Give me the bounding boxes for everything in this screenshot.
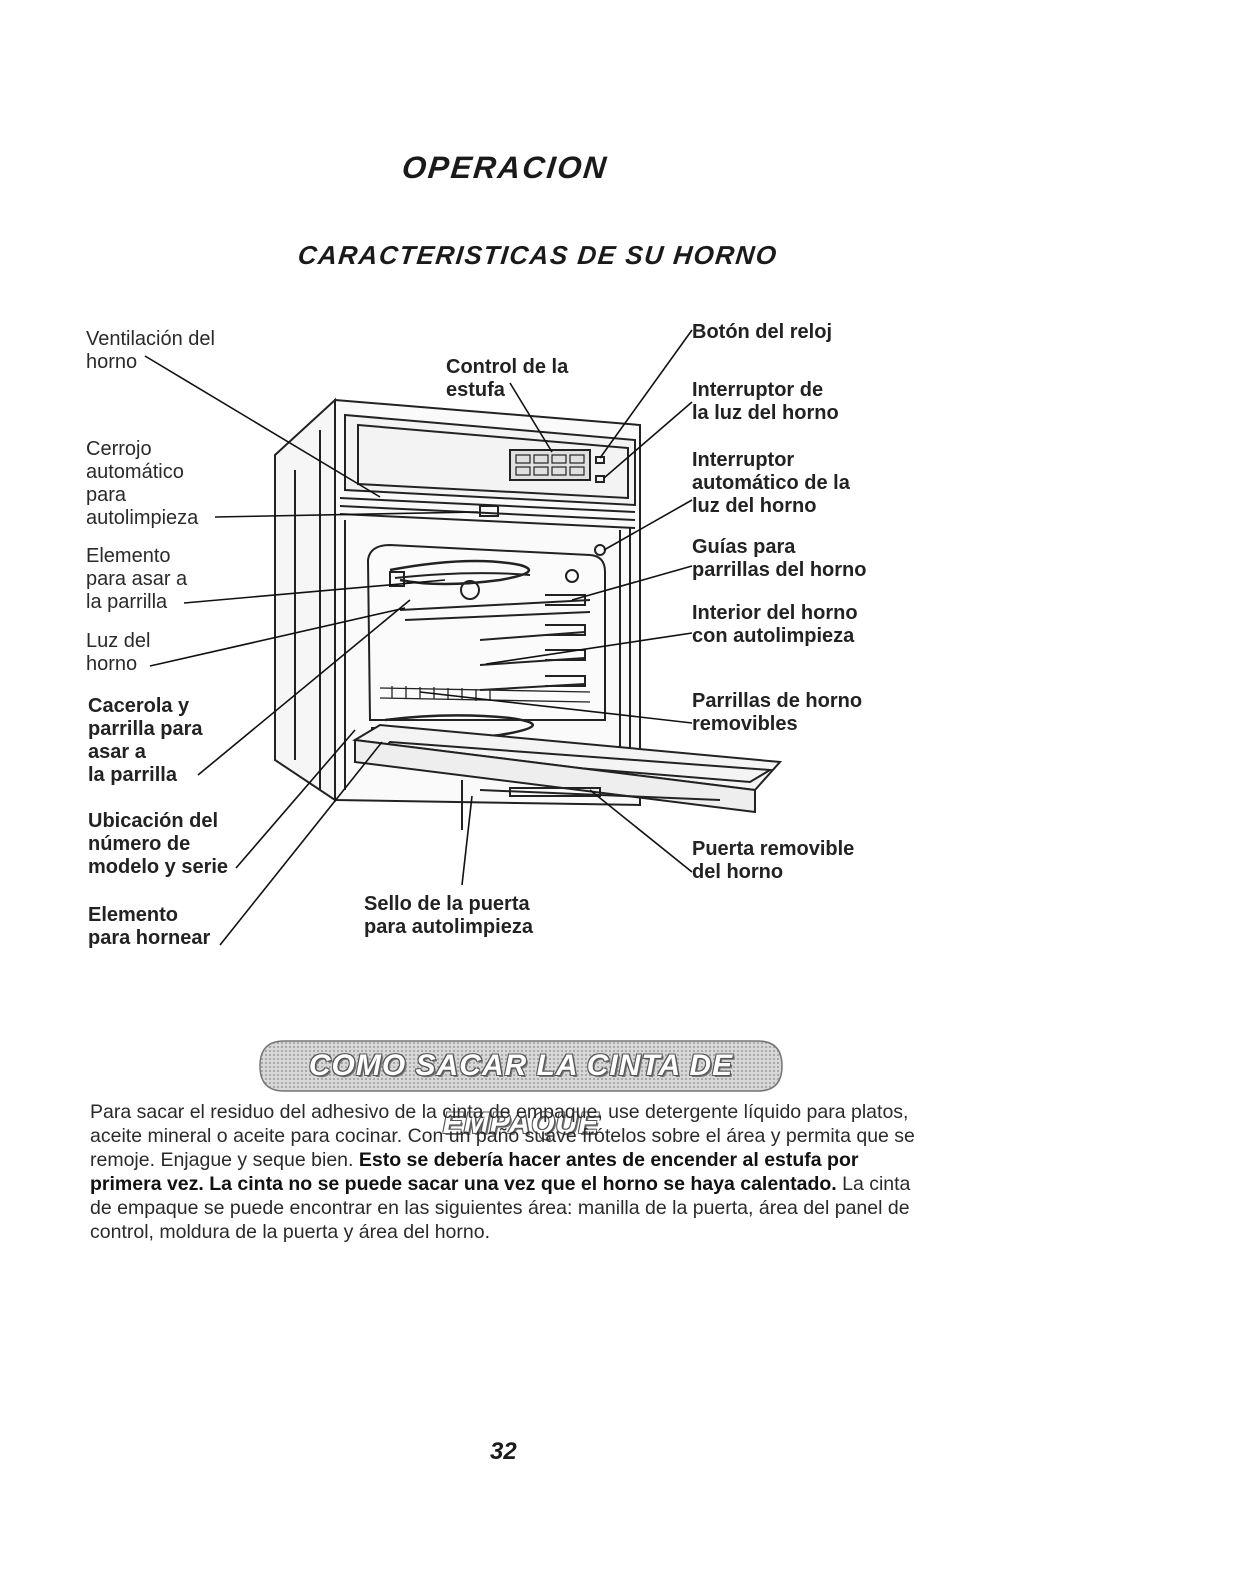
label-interruptor-luz: Interruptor de la luz del horno	[692, 379, 839, 424]
label-ubicacion: Ubicación del número de modelo y serie	[88, 810, 229, 878]
label-cacerola: Cacerola y parrilla para asar a la parri…	[88, 695, 203, 786]
banner-text: COMO SACAR LA CINTA DE EMPAQUE	[308, 1049, 734, 1140]
label-interior: Interior del horno con autolimpieza	[692, 602, 858, 647]
label-boton-reloj: Botón del reloj	[692, 321, 832, 343]
oven-diagram	[144, 329, 783, 946]
para-text-1: Para sacar el residuo del adhesivo de la…	[90, 1101, 915, 1171]
label-sello: Sello de la puerta para autolimpieza	[364, 893, 533, 938]
label-puerta: Puerta removible del horno	[692, 838, 855, 883]
para-text-2: La cinta de empaque se puede encontrar e…	[90, 1173, 911, 1243]
label-parrillas: Parrillas de horno removibles	[692, 690, 863, 735]
section-banner: COMO SACAR LA CINTA DE EMPAQUE	[256, 1037, 786, 1140]
para-text-bold: Esto se debería hacer antes de encender …	[90, 1149, 859, 1195]
instructions-paragraph: Para sacar el residuo del adhesivo de la…	[90, 1100, 920, 1244]
label-interruptor-auto: Interruptor automático de la luz del hor…	[692, 449, 850, 517]
label-ventilacion: Ventilación del horno	[86, 328, 215, 373]
label-control: Control de la estufa	[446, 356, 569, 401]
page-number: 32	[490, 1438, 517, 1465]
label-luz-horno: Luz del horno	[86, 630, 151, 675]
label-cerrojo: Cerrojo automático para autolimpieza	[86, 438, 199, 529]
label-elemento-hornear: Elemento para hornear	[88, 904, 211, 949]
banner-shape	[259, 1040, 783, 1092]
label-guias: Guías para parrillas del horno	[692, 536, 867, 581]
label-elemento-asar: Elemento para asar a la parrilla	[86, 545, 188, 613]
